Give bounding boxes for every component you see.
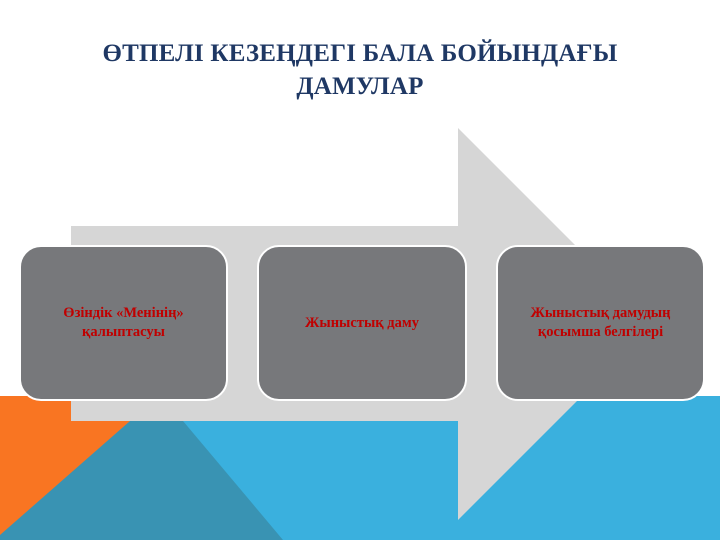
teal-triangle — [0, 421, 283, 540]
step-1-line-1: Өзіндік «Менінің» — [63, 305, 184, 321]
process-step-1: Өзіндік «Менінің» қалыптасуы — [19, 245, 228, 401]
slide-title: ӨТПЕЛІ КЕЗЕҢДЕГІ БАЛА БОЙЫНДАҒЫ ДАМУЛАР — [40, 37, 680, 103]
step-3-line-1: Жыныстық дамудың — [530, 305, 671, 321]
title-line-2: ДАМУЛАР — [296, 73, 424, 100]
orange-triangle — [0, 396, 130, 535]
process-step-1-label: Өзіндік «Менінің» қалыптасуы — [53, 304, 193, 342]
process-step-3: Жыныстық дамудың қосымша белгілері — [496, 245, 705, 401]
step-1-line-2: қалыптасуы — [82, 324, 165, 340]
process-step-3-label: Жыныстық дамудың қосымша белгілері — [520, 304, 680, 342]
step-3-line-2: қосымша белгілері — [537, 324, 664, 340]
title-line-1: ӨТПЕЛІ КЕЗЕҢДЕГІ БАЛА БОЙЫНДАҒЫ — [102, 40, 618, 67]
step-2-line-1: Жыныстық даму — [305, 314, 419, 331]
process-step-2-label: Жыныстық даму — [295, 314, 429, 333]
process-step-2: Жыныстық даму — [257, 245, 467, 401]
